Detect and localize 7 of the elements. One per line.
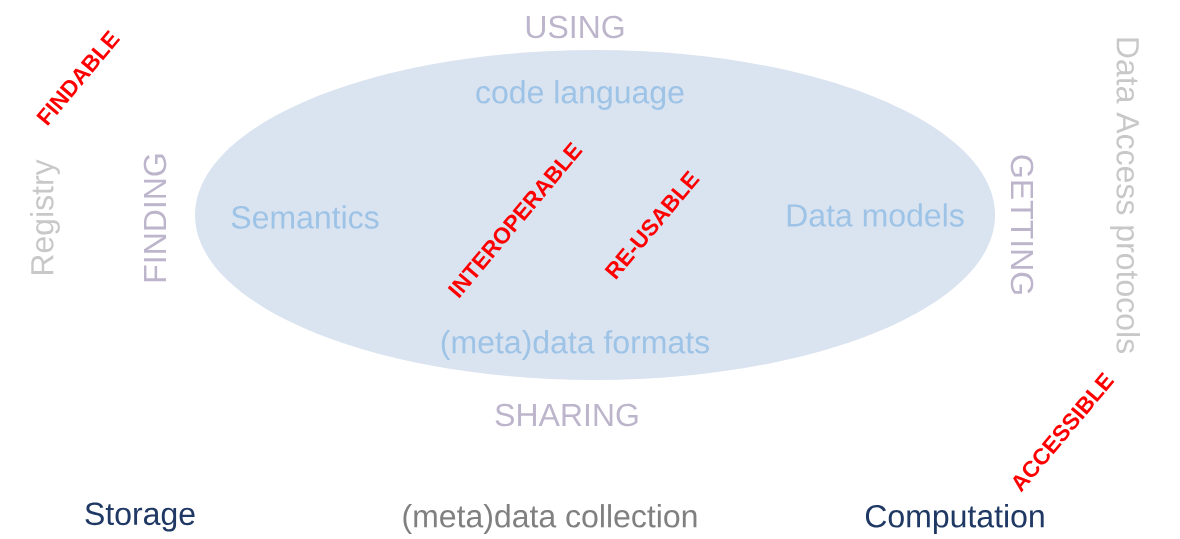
ellipse-text: Semantics xyxy=(231,205,379,229)
ellipse-text: Data models xyxy=(787,203,964,227)
ellipse-text: (meta)data formats xyxy=(441,330,709,360)
category-label: (meta)data collection xyxy=(403,504,697,534)
category-label: Computation xyxy=(865,504,1044,534)
category-label: Storage xyxy=(85,502,195,532)
ellipse-text: code language xyxy=(476,80,684,110)
